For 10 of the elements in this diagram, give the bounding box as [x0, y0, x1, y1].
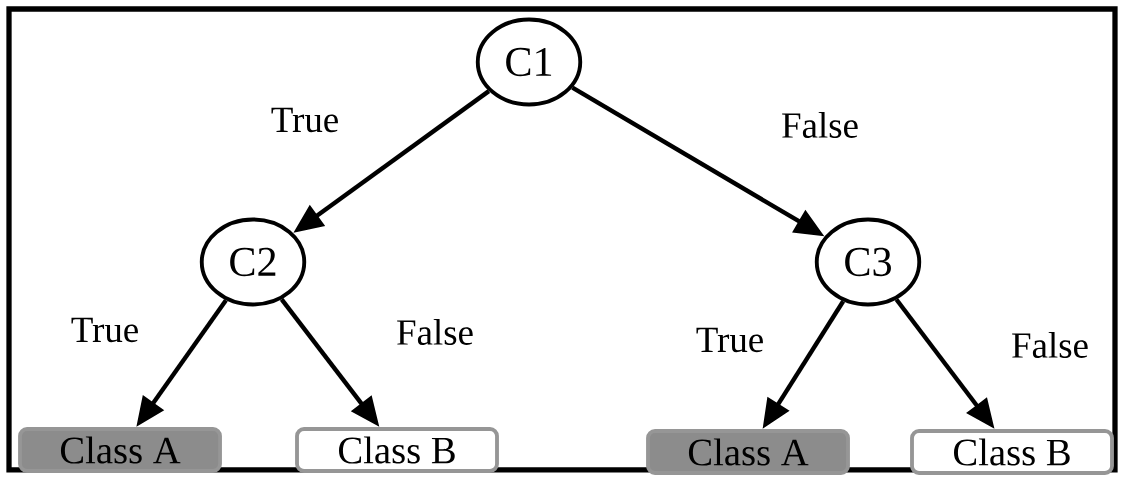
class-box: Class A: [646, 429, 850, 475]
edge-label: False: [394, 317, 476, 347]
edge-label: True: [269, 105, 341, 134]
class-box: Class B: [910, 429, 1114, 475]
class-box: Class B: [295, 427, 499, 473]
edge-label: True: [694, 325, 766, 354]
edge-label: False: [1009, 330, 1091, 360]
edge-label: False: [779, 110, 861, 140]
class-box: Class A: [18, 427, 222, 473]
edge-label: True: [69, 315, 141, 344]
